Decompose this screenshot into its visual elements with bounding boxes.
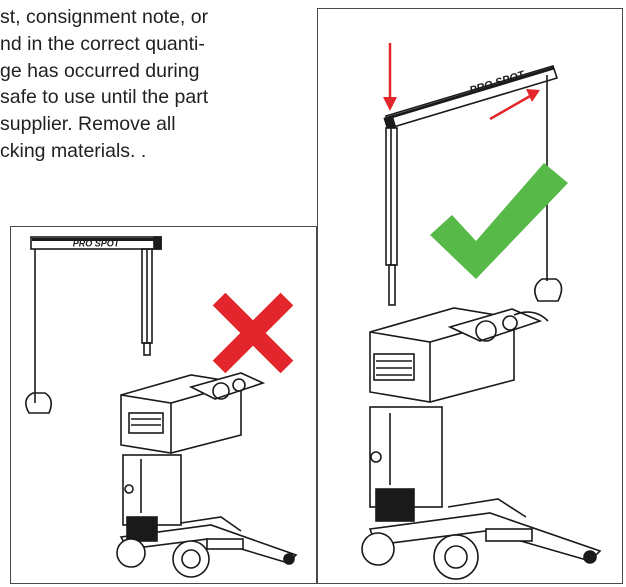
paragraph-line: supplier. Remove all <box>0 113 176 136</box>
incorrect-setup-panel: PRO SPOT <box>10 226 317 584</box>
paragraph-line: nd in the correct quanti- <box>0 32 205 55</box>
paragraph-line: ge has occurred during <box>0 59 200 82</box>
paragraph-line: cking materials. . <box>0 139 147 162</box>
overhead-beam <box>30 236 162 250</box>
paragraph-line: safe to use until the part <box>0 86 209 109</box>
correct-setup-panel: PRO SPOT <box>317 8 623 584</box>
beam-label: PRO SPOT <box>73 239 121 249</box>
spot-gun <box>534 277 563 302</box>
incorrect-setup-illustration: PRO SPOT <box>25 236 298 578</box>
spot-gun <box>25 392 53 414</box>
diagonal-arrow-icon <box>489 89 540 121</box>
welder-base <box>116 516 298 578</box>
balancer-post <box>385 127 398 306</box>
correct-setup-illustration: PRO SPOT <box>361 43 602 580</box>
paragraph-line: st, consignment note, or <box>0 6 209 28</box>
red-cross-icon <box>212 292 294 374</box>
overhead-beam <box>383 65 559 131</box>
instruction-paragraph: st, consignment note, or nd in the corre… <box>0 4 320 165</box>
welder-base <box>361 498 602 580</box>
green-checkmark-icon <box>430 163 568 279</box>
balancer-post <box>141 248 153 356</box>
welder-cabinet <box>369 307 549 522</box>
welder-cabinet <box>120 372 266 542</box>
down-arrow-icon <box>383 43 397 111</box>
